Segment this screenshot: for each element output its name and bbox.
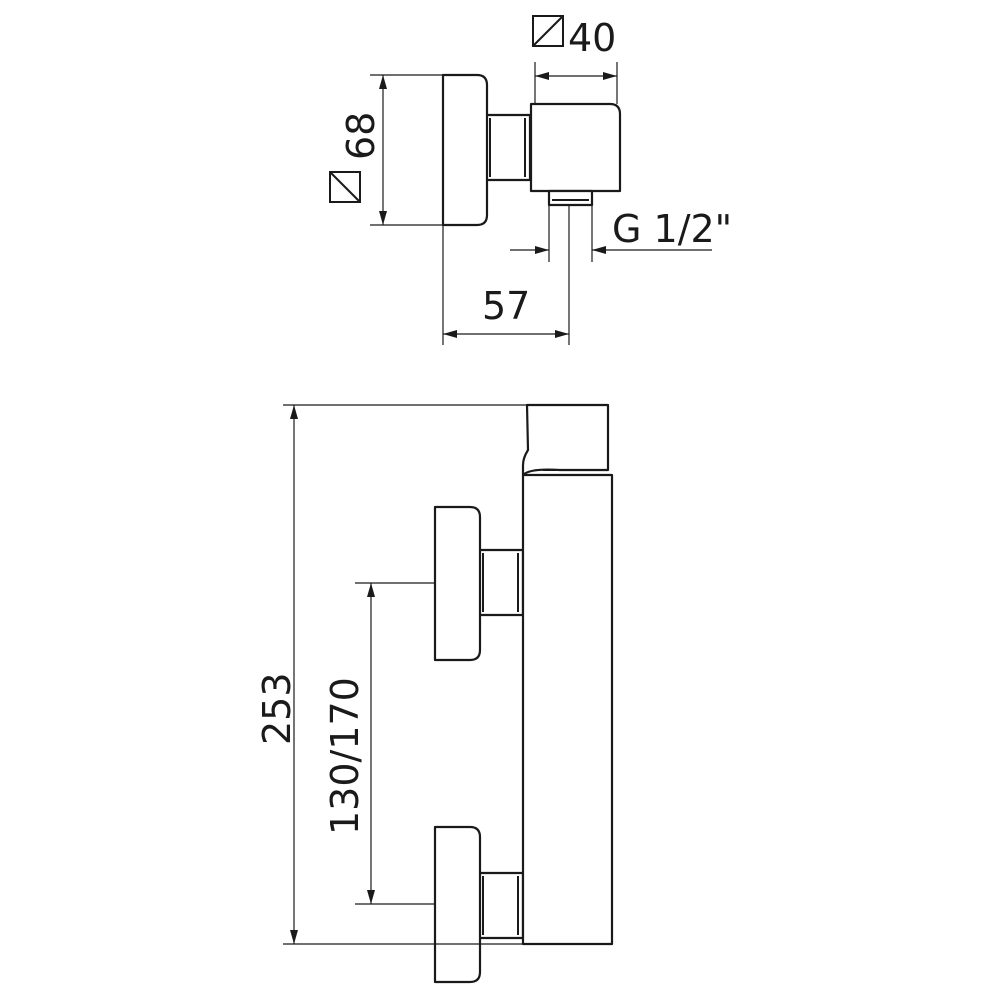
diameter-symbol-68 xyxy=(329,171,361,203)
dim-57: 57 xyxy=(442,205,570,345)
dim-253-label: 253 xyxy=(255,672,299,745)
top-view-wall-disc xyxy=(441,73,489,227)
dim-thread: G 1/2" xyxy=(510,205,732,262)
top-view-body xyxy=(529,102,622,193)
lower-wall-disc xyxy=(433,825,482,984)
top-view: 40 68 G 1/2" xyxy=(329,15,732,345)
dim-40: 40 xyxy=(532,15,618,104)
dim-inlet-spacing: 130/170 xyxy=(323,582,435,905)
upper-wall-disc xyxy=(433,505,482,662)
dim-68: 68 xyxy=(329,74,443,226)
upper-inlet-connector xyxy=(476,548,525,617)
dim-40-label: 40 xyxy=(568,16,616,60)
lower-inlet-connector xyxy=(476,871,525,940)
dim-thread-label: G 1/2" xyxy=(612,207,732,251)
top-handle xyxy=(521,403,610,477)
diameter-symbol-40 xyxy=(532,15,564,47)
mixer-body xyxy=(521,473,614,946)
top-view-outlet xyxy=(547,189,594,207)
dim-253: 253 xyxy=(255,404,527,945)
dim-68-label: 68 xyxy=(339,112,383,160)
dim-57-label: 57 xyxy=(482,284,530,328)
dim-inlet-spacing-label: 130/170 xyxy=(323,677,367,835)
top-view-connector xyxy=(483,113,532,182)
front-view: 253 130/170 xyxy=(255,403,614,984)
